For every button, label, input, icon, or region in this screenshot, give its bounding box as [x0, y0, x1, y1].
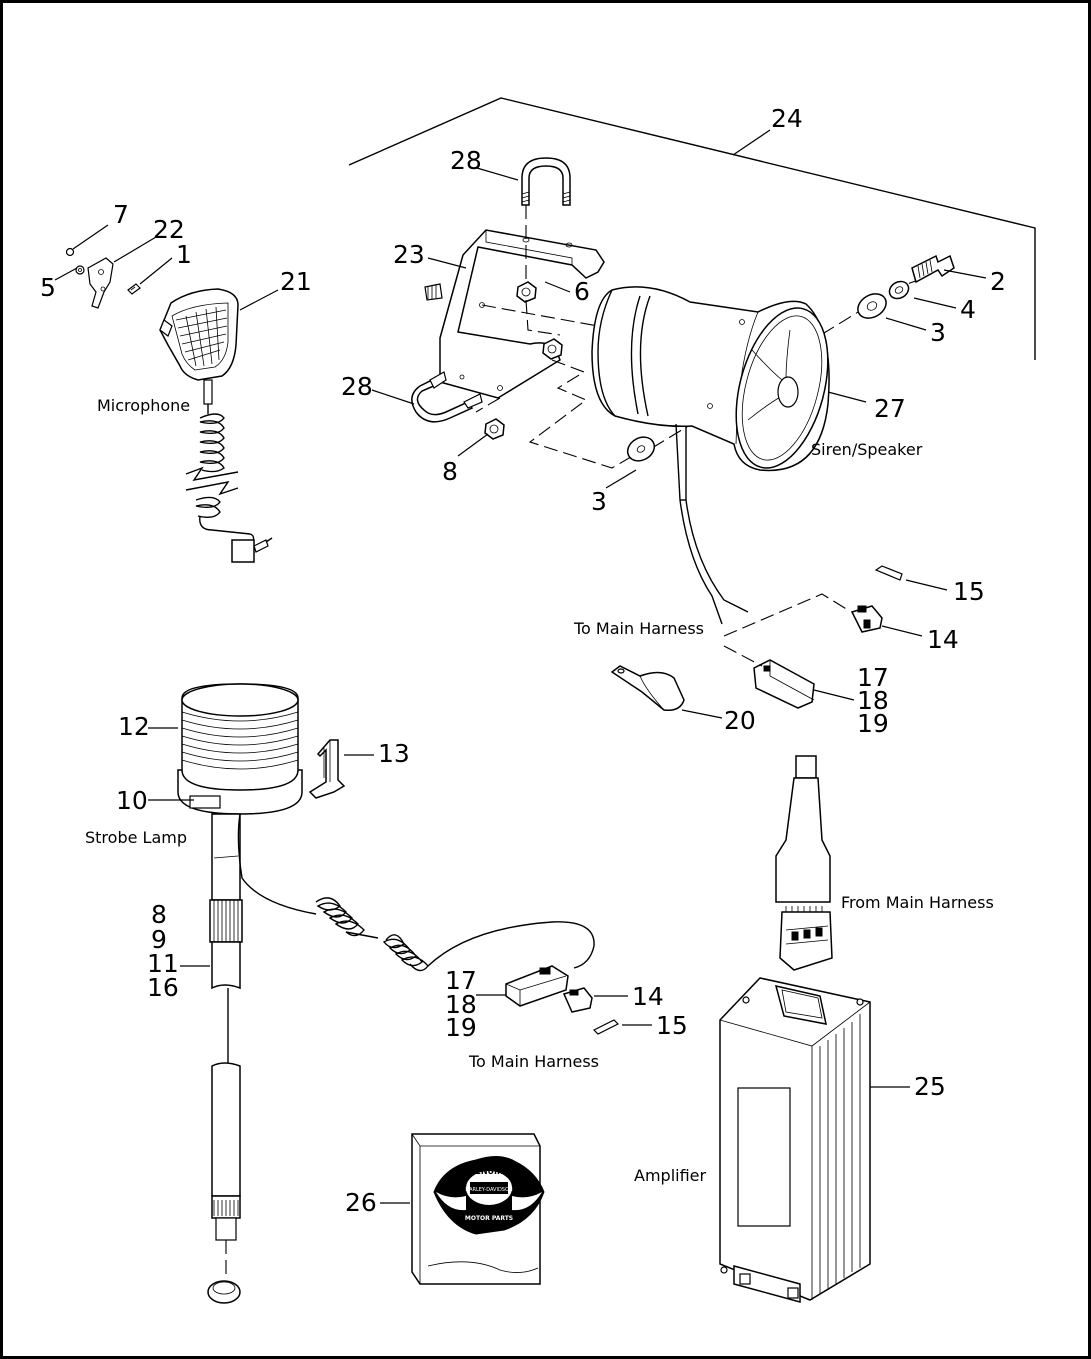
callout-18-lower: 18	[445, 990, 477, 1019]
caption-amplifier: Amplifier	[634, 1166, 707, 1185]
callout-10: 10	[116, 786, 148, 815]
harley-davidson-logo-icon: GENUINE HARLEY-DAVIDSON MOTOR PARTS	[433, 1156, 545, 1235]
microphone-assembly	[65, 247, 273, 563]
screw-icon	[127, 283, 141, 295]
callout-14-top: 14	[927, 625, 959, 654]
callout-6: 6	[574, 277, 590, 306]
badge-text-1: GENUINE	[469, 1167, 509, 1176]
callout-11: 11	[147, 949, 179, 978]
flat-washer-lower-icon	[626, 436, 656, 462]
callout-8-lower: 8	[151, 900, 167, 929]
callout-15-top: 15	[953, 577, 985, 606]
siren-speaker-assembly	[411, 157, 925, 625]
genuine-parts-booklet: GENUINE HARLEY-DAVIDSON MOTOR PARTS	[411, 1133, 545, 1285]
callout-24: 24	[771, 104, 803, 133]
caption-from-main-harness: From Main Harness	[841, 893, 994, 912]
plug-icon	[231, 539, 255, 563]
connectors-upper	[610, 565, 903, 712]
caption-to-main-harness-top: To Main Harness	[573, 619, 704, 638]
callout-19-lower: 19	[445, 1013, 477, 1042]
terminal-lower-icon	[592, 1019, 620, 1035]
u-bolt-lower-icon	[411, 379, 474, 423]
terminal-icon	[874, 565, 903, 581]
nut-6-icon	[516, 281, 537, 303]
callout-17-lower: 17	[445, 966, 477, 995]
callout-26: 26	[345, 1188, 377, 1217]
caption-to-main-harness-bottom: To Main Harness	[468, 1052, 599, 1071]
strobe-lamp-assembly	[177, 683, 620, 1304]
clip-bracket-icon	[87, 257, 114, 309]
speaker-hardware	[626, 254, 955, 462]
nut-8-icon	[484, 418, 505, 440]
callout-1: 1	[176, 240, 192, 269]
callout-27: 27	[874, 394, 906, 423]
washer-icon	[75, 265, 85, 275]
callout-3-right: 3	[930, 318, 946, 347]
callout-13: 13	[378, 739, 410, 768]
callout-21: 21	[280, 267, 312, 296]
callout-18-top: 18	[857, 686, 889, 715]
captions: Microphone Siren/Speaker To Main Harness…	[85, 396, 994, 1185]
callout-12: 12	[118, 712, 150, 741]
caption-microphone: Microphone	[97, 396, 190, 415]
callout-25: 25	[914, 1072, 946, 1101]
callout-16: 16	[147, 973, 179, 1002]
callout-28-lower: 28	[341, 372, 373, 401]
caption-strobe-lamp: Strobe Lamp	[85, 828, 187, 847]
callout-9: 9	[151, 925, 167, 954]
callout-22: 22	[153, 215, 185, 244]
boot-icon	[610, 665, 685, 712]
leader-lines	[54, 129, 987, 1204]
callout-4: 4	[960, 295, 976, 324]
badge-text-2: HARLEY-DAVIDSON	[465, 1187, 513, 1193]
callout-numbers: 7 22 1 5 21 28 24 23 6 2 4 3 28 27 8 3 1…	[40, 104, 1006, 1217]
mount-clip-icon	[308, 739, 346, 799]
callout-2: 2	[990, 267, 1006, 296]
bolt-icon	[911, 254, 955, 284]
lock-washer-icon	[888, 280, 910, 300]
callout-17-top: 17	[857, 663, 889, 692]
nut-icon	[65, 247, 75, 257]
callout-28-top: 28	[450, 146, 482, 175]
callout-7: 7	[113, 200, 129, 229]
callout-19-top: 19	[857, 709, 889, 738]
caption-siren-speaker: Siren/Speaker	[811, 440, 923, 459]
badge-text-3: MOTOR PARTS	[465, 1215, 513, 1222]
callout-15-lower: 15	[656, 1011, 688, 1040]
callout-14-lower: 14	[632, 982, 664, 1011]
flat-washer-icon	[857, 293, 887, 319]
callout-5: 5	[40, 273, 56, 302]
connector-17-lower-icon	[505, 965, 569, 1007]
nut-upper-icon	[542, 338, 563, 360]
callout-3-lower: 3	[591, 487, 607, 516]
callout-20: 20	[724, 706, 756, 735]
amplifier-assembly	[719, 755, 871, 1303]
callout-23: 23	[393, 240, 425, 269]
callout-8-top: 8	[442, 457, 458, 486]
kit-bracket-line	[348, 97, 1036, 360]
